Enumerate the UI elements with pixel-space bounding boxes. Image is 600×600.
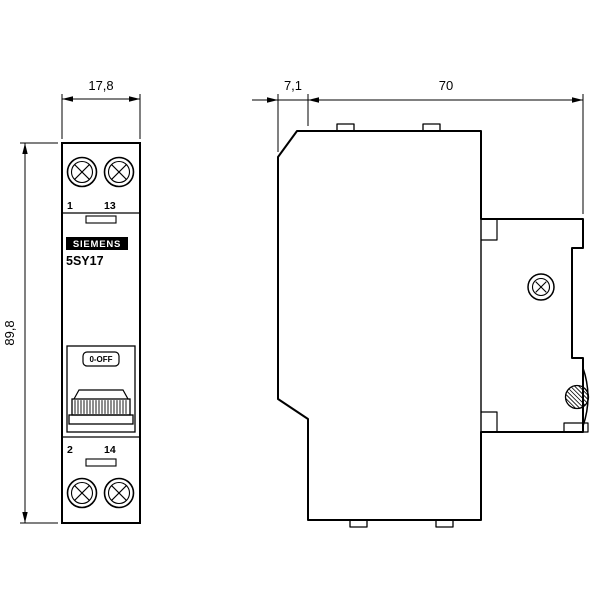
rail-guide-bottom — [480, 411, 498, 433]
bottom-rib-2 — [435, 519, 454, 528]
arrowhead-up — [22, 143, 28, 154]
clip-foot — [563, 422, 589, 433]
brand-badge — [66, 237, 128, 250]
toggle-grip-stripes — [74, 400, 127, 414]
switch-state-pill — [82, 351, 120, 367]
front-width-dimension — [61, 94, 141, 139]
terminal-label-2: 2 — [67, 444, 73, 456]
arrowhead-in-right — [267, 97, 278, 103]
terminal-label-13: 13 — [104, 200, 116, 212]
arrowhead-right — [572, 97, 583, 103]
top-rib-2 — [422, 123, 441, 132]
top-rib-1 — [336, 123, 355, 132]
side-body-outline — [277, 130, 584, 521]
front-view — [61, 142, 141, 524]
arrowhead-right — [129, 96, 140, 102]
side-view — [277, 123, 590, 528]
bottom-rib-1 — [349, 519, 368, 528]
side-protrusion-dimension — [252, 94, 309, 152]
side-terminal-screw — [527, 273, 555, 301]
side-protrusion-label: 7,1 — [284, 78, 302, 93]
wire-entry-top — [85, 215, 117, 224]
side-depth-dimension — [308, 94, 584, 214]
switch-recess — [66, 345, 136, 433]
brand-label: SIEMENS — [73, 239, 121, 250]
terminal-screw-top-left — [66, 156, 98, 188]
switch-off-label: 0-OFF — [89, 355, 112, 364]
front-body-outline — [61, 142, 141, 524]
toggle-flare — [73, 389, 129, 400]
model-label: 5SY17 — [66, 254, 104, 268]
terminal-screw-top-right — [103, 156, 135, 188]
wire-entry-bottom — [85, 458, 117, 467]
arrowhead-left — [308, 97, 319, 103]
din-rail-clip — [563, 367, 590, 433]
side-depth-label: 70 — [439, 78, 453, 93]
toggle-base — [68, 414, 134, 425]
rail-guide-top — [480, 218, 498, 241]
terminal-screw-bottom-right — [103, 477, 135, 509]
arrowhead-down — [22, 512, 28, 523]
terminal-screw-bottom-left — [66, 477, 98, 509]
terminal-label-1: 1 — [67, 200, 73, 212]
clip-spring — [564, 384, 590, 410]
clip-spring-hatch — [565, 385, 589, 409]
arrowhead-left — [62, 96, 73, 102]
front-height-label: 89,8 — [2, 320, 17, 345]
front-width-label: 17,8 — [88, 78, 113, 93]
terminal-label-14: 14 — [104, 444, 116, 456]
front-height-dimension — [20, 142, 58, 524]
